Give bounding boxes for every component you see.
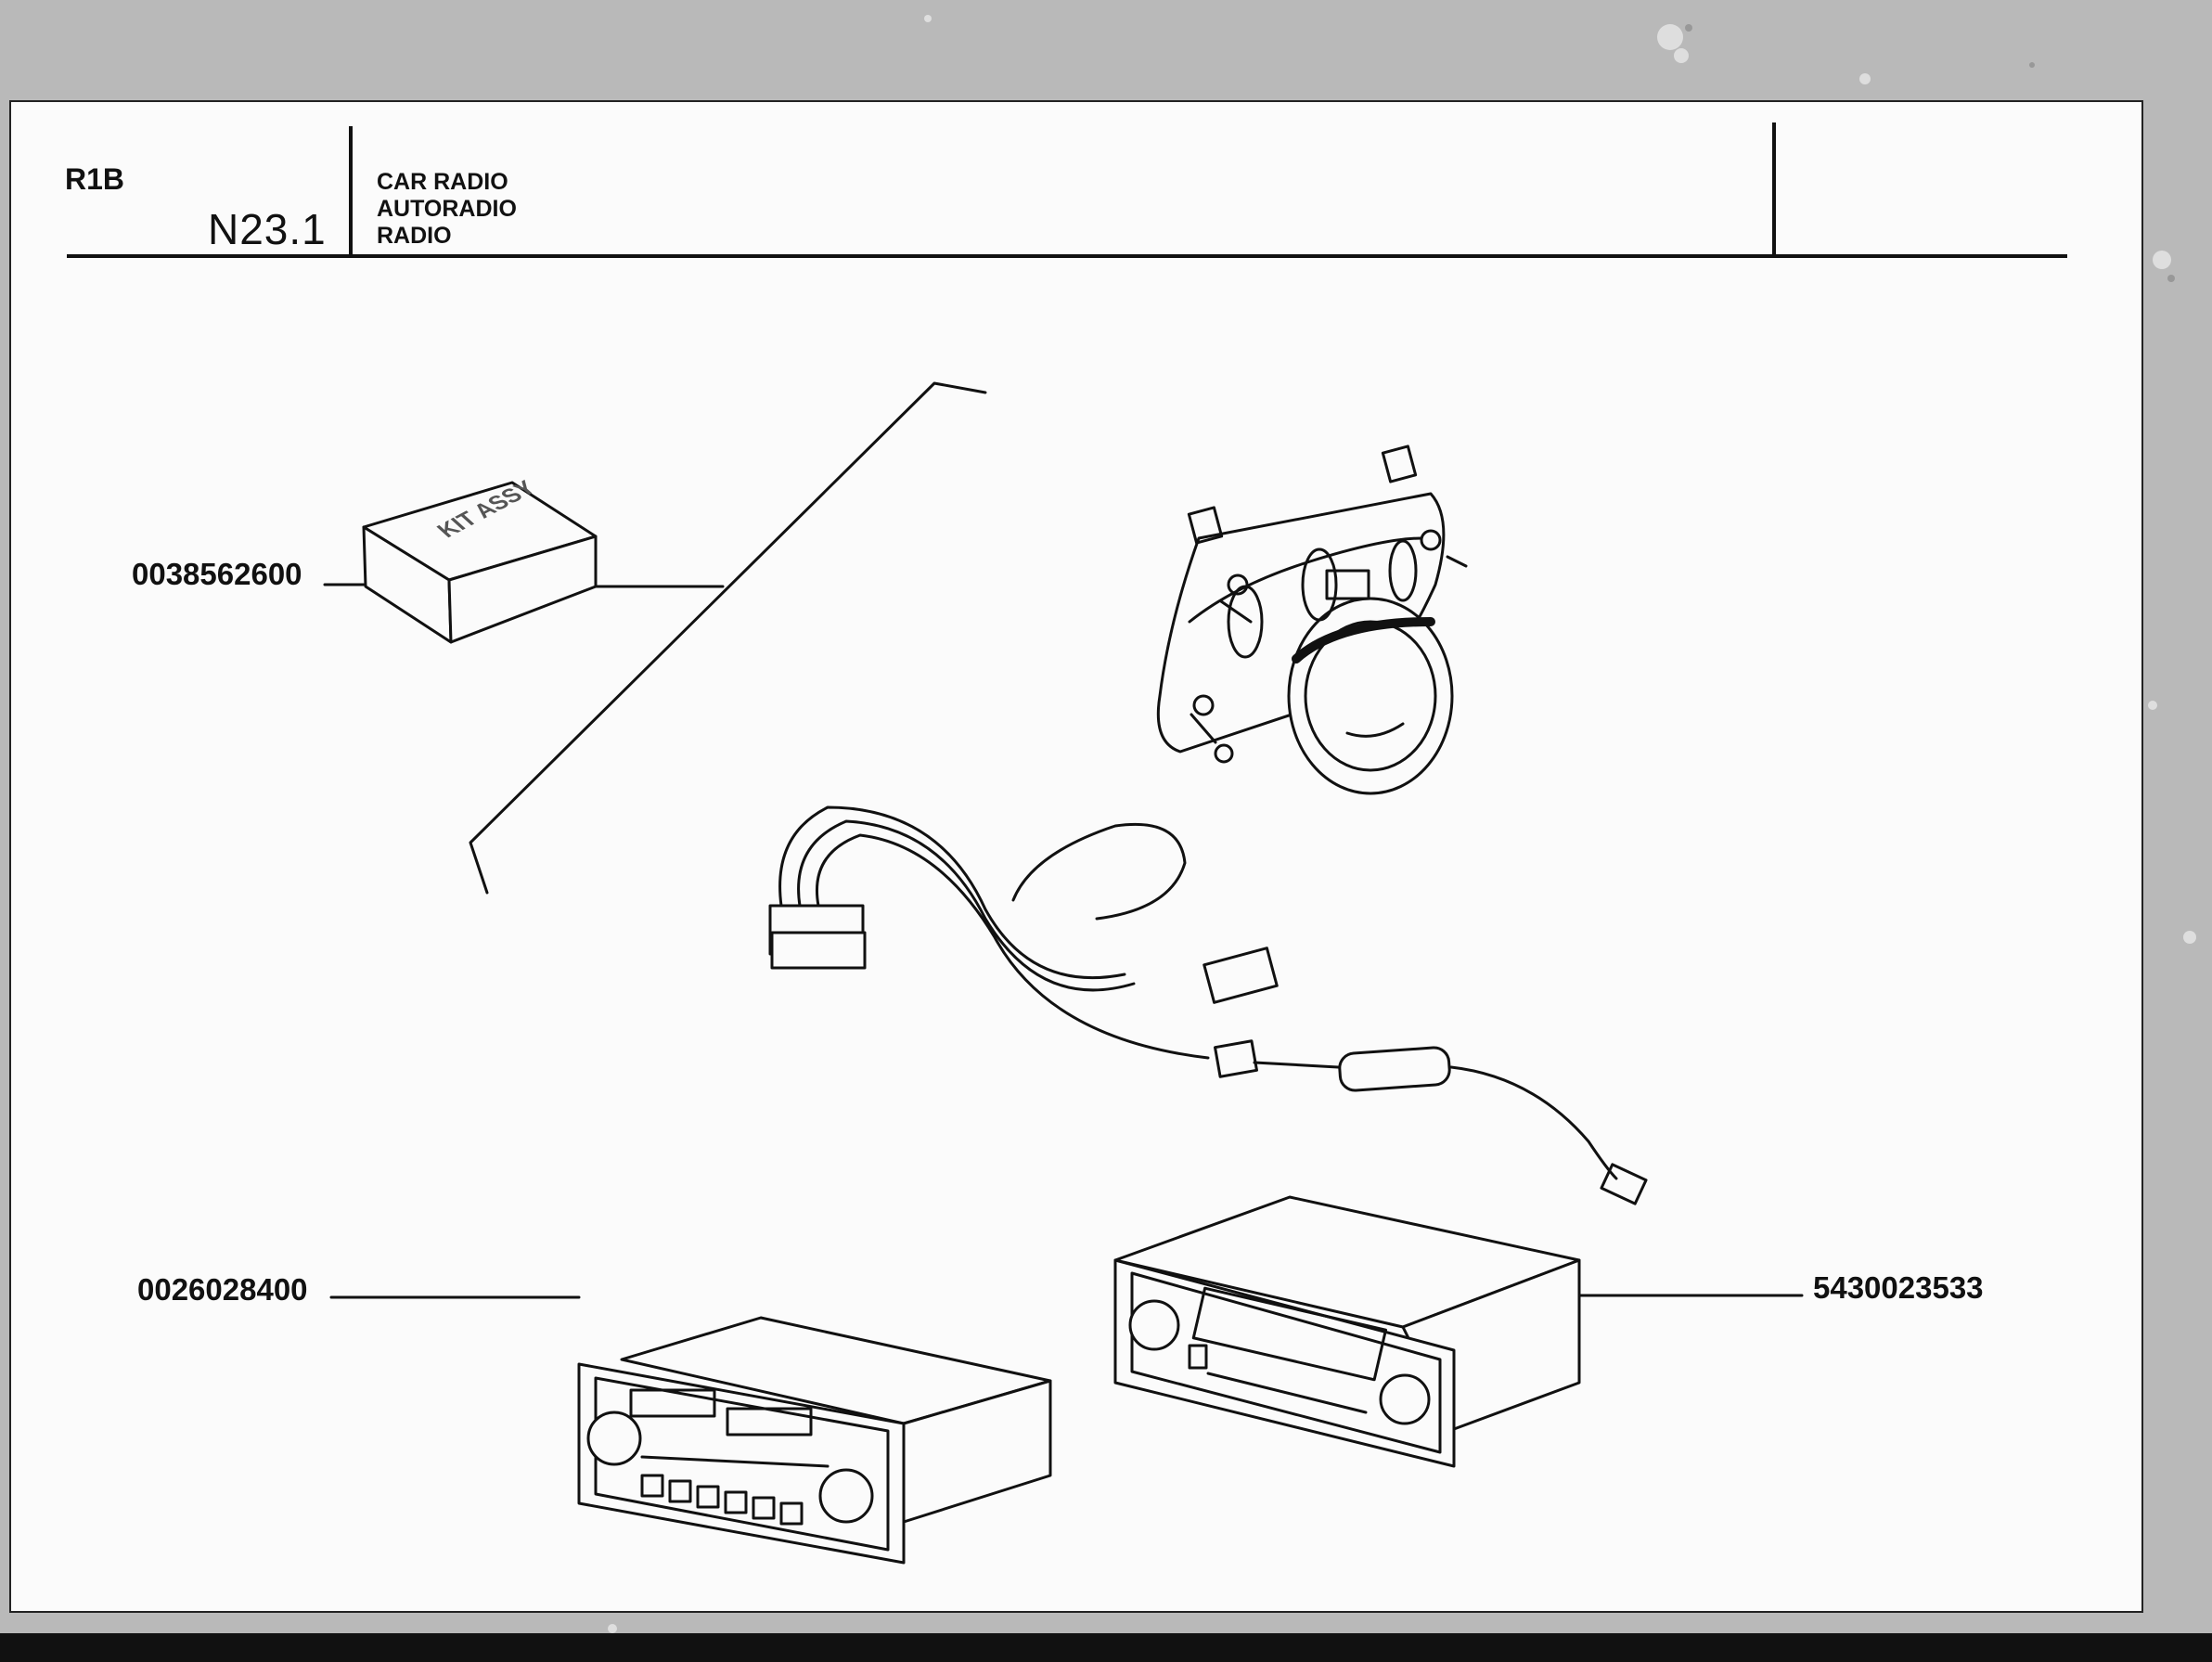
section-titles: CAR RADIO AUTORADIO RADIO xyxy=(377,169,517,250)
section-ref: R1B xyxy=(65,162,125,196)
group-bracket-line xyxy=(469,381,987,895)
scan-bottom-edge xyxy=(0,1633,2212,1662)
kit-assy-box xyxy=(362,481,598,644)
title-fr: AUTORADIO xyxy=(377,196,517,222)
title-en: CAR RADIO xyxy=(377,169,508,195)
page-number: N23.1 xyxy=(208,205,327,253)
radio-unit-1 xyxy=(577,1316,1052,1565)
header-divider-right xyxy=(1772,122,1776,256)
part-ref-radio-2: 5430023533 xyxy=(1813,1270,1984,1305)
wiring-harness xyxy=(768,805,1648,1205)
speaker xyxy=(1156,444,1468,795)
title-de: RADIO xyxy=(377,223,452,249)
exploded-parts-illustration: KIT ASSY xyxy=(323,381,1804,1565)
part-ref-kit: 0038562600 xyxy=(132,557,302,591)
radio-unit-2 xyxy=(1113,1195,1581,1468)
header-divider-left xyxy=(349,126,353,256)
catalog-sheet: R1B N23.1 CAR RADIO AUTORADIO RADIO 0038… xyxy=(9,100,2143,1613)
part-ref-radio-1: 0026028400 xyxy=(137,1272,308,1307)
header-rule xyxy=(67,254,2067,258)
